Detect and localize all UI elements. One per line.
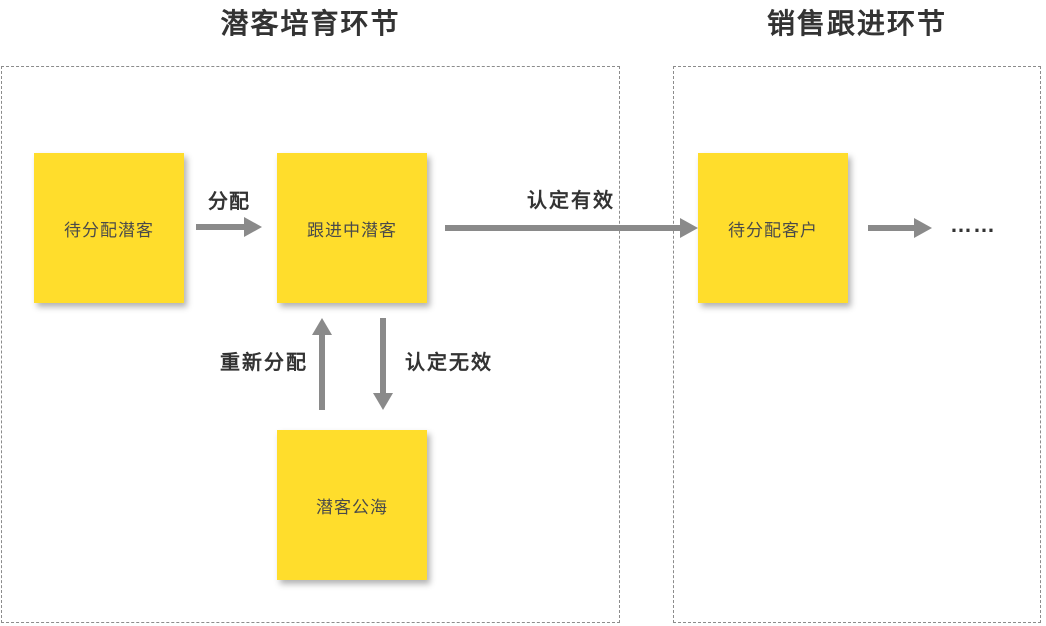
node-following-leads-label: 跟进中潜客 [307, 220, 397, 240]
sales-followup-title: 销售跟进环节 [766, 8, 947, 39]
mark-valid-arrow-head-icon [680, 218, 698, 238]
mark-valid-arrow-shaft [445, 225, 683, 231]
assign-arrow-shaft [196, 224, 247, 230]
mark-invalid-arrow-shaft [380, 318, 386, 395]
continuation-ellipsis: …… [950, 212, 996, 237]
next-step-arrow-head-icon [914, 218, 932, 238]
next-step-arrow [868, 218, 932, 238]
mark-invalid-arrow-head-icon [373, 393, 393, 410]
node-lead-pool-label: 潜客公海 [316, 497, 388, 517]
assign-arrow-label: 分配 [208, 191, 250, 213]
next-step-arrow-shaft [868, 225, 917, 231]
node-following-leads: 跟进中潜客 [277, 153, 427, 303]
lead-nurturing-title: 潜客培育环节 [220, 8, 401, 39]
mark-invalid-arrow [373, 318, 393, 410]
reassign-arrow-head-icon [312, 318, 332, 335]
reassign-arrow-shaft [319, 333, 325, 410]
node-pending-customers: 待分配客户 [698, 153, 848, 303]
sales-followup-section-box [673, 66, 1041, 623]
lead-nurturing-section-box [1, 66, 620, 623]
node-pending-leads-label: 待分配潜客 [64, 220, 154, 240]
reassign-arrow [312, 318, 332, 410]
mark-invalid-arrow-label: 认定无效 [405, 352, 493, 374]
node-pending-leads: 待分配潜客 [34, 153, 184, 303]
assign-arrow [196, 217, 262, 237]
mark-valid-arrow [445, 218, 698, 238]
node-pending-customers-label: 待分配客户 [728, 220, 818, 240]
node-lead-pool: 潜客公海 [277, 430, 427, 580]
mark-valid-arrow-label: 认定有效 [527, 190, 615, 212]
reassign-arrow-label: 重新分配 [220, 352, 308, 374]
assign-arrow-head-icon [244, 217, 262, 237]
